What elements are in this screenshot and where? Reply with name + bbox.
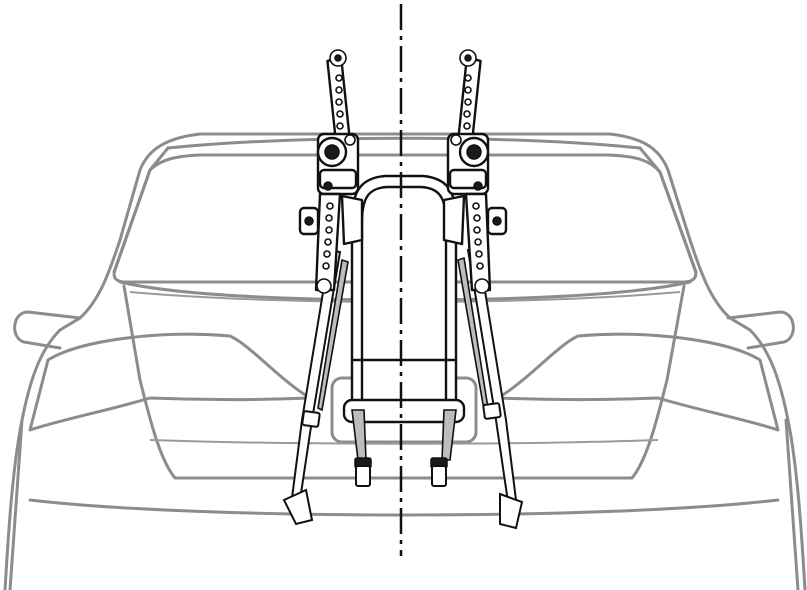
car-body-outline xyxy=(3,132,807,590)
left-arm-hole xyxy=(336,122,344,130)
right-arm-hole xyxy=(463,122,471,130)
left-carry-arm xyxy=(298,49,364,294)
right-hub-bolt xyxy=(450,134,462,146)
left-lower-body xyxy=(8,418,24,590)
right-hub-knob-center xyxy=(466,144,482,160)
right-pillar xyxy=(638,146,698,274)
right-lower-body xyxy=(784,418,800,590)
left-arm-hole xyxy=(335,74,343,82)
left-hub-knob-center xyxy=(324,144,340,160)
side-left-buckle xyxy=(301,410,321,428)
side-right-buckle xyxy=(482,402,502,420)
bumper-lower-line xyxy=(28,498,780,517)
right-arm-top-pin xyxy=(464,54,472,62)
left-lower-hole xyxy=(326,202,334,210)
left-pillar xyxy=(112,146,170,274)
left-lower-hole xyxy=(325,226,333,234)
lower-left-hook xyxy=(355,465,371,487)
right-cradle-link xyxy=(442,194,466,246)
right-collar-bolt xyxy=(473,181,483,191)
right-lower-hole xyxy=(472,202,480,210)
left-hub-bolt xyxy=(344,134,356,146)
left-mirror xyxy=(13,310,82,350)
rack-bottom-pad xyxy=(342,398,466,424)
right-lower-hole xyxy=(476,262,484,270)
right-lower-hole xyxy=(474,238,482,246)
left-cradle-link xyxy=(340,194,364,246)
side-left-strap-inner xyxy=(317,258,349,412)
left-collar-bolt xyxy=(323,181,333,191)
right-arm-hole xyxy=(463,110,471,118)
lower-left-strap xyxy=(351,409,367,461)
left-arm-hole xyxy=(335,98,343,106)
left-arm-hole xyxy=(335,86,343,94)
left-side-knob-center xyxy=(304,216,314,226)
roof-line xyxy=(166,136,642,150)
side-right-hook xyxy=(499,492,524,530)
bumper-upper-line xyxy=(149,439,659,445)
left-lower-pivot xyxy=(316,278,332,294)
right-tail-light xyxy=(496,332,780,432)
right-lower-hole xyxy=(473,214,481,222)
right-arm-hole xyxy=(464,98,472,106)
lower-right-hook xyxy=(431,465,447,487)
right-lower-pivot xyxy=(474,278,490,294)
left-lower-hole xyxy=(322,262,330,270)
right-mirror xyxy=(726,310,795,350)
left-arm-hole xyxy=(336,110,344,118)
left-arm-top-pin xyxy=(334,54,342,62)
right-lower-hole xyxy=(475,250,483,258)
rack-arch-inner xyxy=(360,185,448,412)
right-carry-arm xyxy=(442,49,508,294)
left-tail-light xyxy=(28,332,312,432)
side-left-hook xyxy=(282,488,314,526)
right-arm-hole xyxy=(464,74,472,82)
left-lower-hole xyxy=(324,238,332,246)
lower-right-strap xyxy=(441,409,457,461)
trunk-rear-face xyxy=(122,284,686,480)
left-lower-hole xyxy=(325,214,333,222)
right-side-knob-center xyxy=(492,216,502,226)
left-lower-hole xyxy=(323,250,331,258)
right-lower-hole xyxy=(473,226,481,234)
bike-rack xyxy=(282,49,524,530)
right-arm-hole xyxy=(464,86,472,94)
